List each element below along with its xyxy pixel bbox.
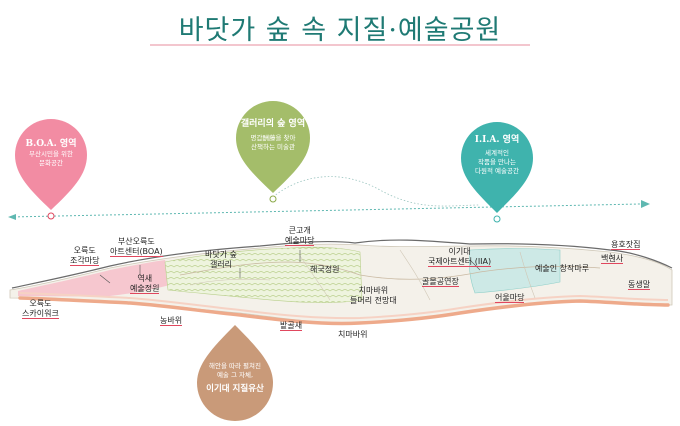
iia-zone-desc-1: 세계적인 bbox=[485, 149, 509, 158]
label-oryukdo-skywalk-line2: 스카이워크 bbox=[22, 309, 59, 320]
label-oryukdo-sculpture-yard: 오륙도 조각마당 bbox=[70, 246, 100, 267]
boa-zone-desc-2: 문화공간 bbox=[39, 158, 63, 167]
label-nongbawi-text: 농바위 bbox=[160, 316, 183, 327]
label-igidae-iia: 이기대 국제아트센터 (IIA) bbox=[428, 247, 492, 268]
iia-zone-desc-2: 작품을 만나는 bbox=[478, 157, 516, 166]
label-eoul-madang-text: 어울마당 bbox=[495, 293, 525, 304]
label-artist-studio-text: 예술인 창작마루 bbox=[535, 264, 590, 273]
gallery-hill-connector bbox=[272, 176, 481, 207]
label-yeoksae-garden: 역새 예술정원 bbox=[130, 274, 160, 295]
label-chimabawi: 치마바위 bbox=[338, 330, 367, 340]
iia-zone-desc-3: 다원적 예술공간 bbox=[475, 166, 519, 175]
zone-connector-line bbox=[9, 203, 641, 218]
connector-arrow-right bbox=[641, 200, 650, 208]
label-igidae-iia-line2: 국제아트센터 (IIA) bbox=[428, 257, 492, 268]
label-oryukdo-sculpture-yard-line2: 조각마당 bbox=[70, 256, 100, 267]
label-dongsaengmal-text: 동생말 bbox=[628, 280, 651, 291]
label-nongbawi: 농바위 bbox=[160, 316, 183, 327]
title-underline bbox=[150, 44, 530, 46]
label-keungogae-art-yard: 큰고개 예술마당 bbox=[285, 226, 315, 247]
label-seaside-forest-gallery-line1: 바닷가 숲 bbox=[205, 250, 237, 259]
label-chimabawi-text: 치마바위 bbox=[338, 330, 368, 339]
gallery-zone-pin bbox=[236, 101, 310, 193]
gallery-zone-area bbox=[164, 246, 363, 303]
label-batgolsae: 밭골새 bbox=[280, 321, 303, 332]
boa-zone-pin-text: B.O.A. 영역 부산시민을 위한 문화공간 bbox=[15, 138, 87, 168]
label-golmol-stage-text: 골몰공연장 bbox=[422, 277, 459, 288]
iia-pin-dot bbox=[493, 215, 501, 223]
page-title: 바닷가 숲 속 지질·예술공원 bbox=[178, 15, 502, 46]
label-yeoksae-garden-line2: 예술정원 bbox=[130, 284, 160, 295]
label-eoul-madang: 어울마당 bbox=[495, 293, 525, 304]
geo-heritage-desc-2: 예술 그 자체, bbox=[216, 370, 254, 379]
label-batgolsae-text: 밭골새 bbox=[280, 321, 303, 332]
label-keungogae-art-yard-line2: 예술마당 bbox=[285, 236, 315, 247]
label-yeoksae-garden-line1: 역새 bbox=[137, 274, 153, 283]
label-oryukdo-skywalk: 오륙도 스카이워크 bbox=[22, 299, 59, 320]
label-artist-studio: 예술인 창작마루 bbox=[535, 264, 589, 274]
walking-trail bbox=[179, 261, 601, 280]
coastline-inner bbox=[19, 292, 669, 320]
gallery-zone-desc-1: 명갑酬藤을 찾아 bbox=[250, 134, 296, 143]
label-chima-observatory-line1: 치마바위 bbox=[358, 286, 389, 295]
label-chima-observatory: 치마바위 들머리 전망대 bbox=[350, 286, 397, 306]
leader-lines bbox=[99, 250, 616, 284]
geo-heritage-pin-text: 해안을 따라 펼쳐진 예술 그 자체, 이기대 지질유산 bbox=[195, 362, 275, 395]
boa-zone-desc-1: 부산시민을 위한 bbox=[29, 150, 73, 159]
label-dongsaengmal: 동생말 bbox=[628, 280, 651, 291]
gallery-zone-title: 갤러리의 숲 영역 bbox=[240, 119, 306, 129]
gallery-zone-desc-2: 산책하는 미술관 bbox=[251, 142, 295, 151]
gallery-pin-dot bbox=[269, 195, 277, 203]
boa-zone-pin bbox=[15, 119, 87, 210]
iia-zone-pin-text: I.I.A. 영역 세계적인 작품을 만나는 다원적 예술공간 bbox=[459, 134, 535, 175]
connector-arrow-left bbox=[8, 214, 16, 220]
boa-pin-dot bbox=[47, 212, 55, 220]
iia-zone-title: I.I.A. 영역 bbox=[474, 135, 520, 145]
label-busan-art-center-line2: 아트센터(BOA) bbox=[110, 247, 163, 258]
label-baekryeonsa-text: 백련사 bbox=[601, 254, 624, 265]
label-chima-observatory-line2: 들머리 전망대 bbox=[350, 296, 397, 305]
geo-heritage-desc-1: 해안을 따라 펼쳐진 bbox=[209, 362, 261, 370]
coastline-rocks bbox=[18, 296, 670, 326]
label-busan-art-center-line1: 부산오륙도 bbox=[117, 237, 155, 246]
label-haeguk-garden: 해국정원 bbox=[310, 265, 339, 275]
label-igidae-iia-line1: 이기대 bbox=[448, 247, 471, 256]
gallery-zone-pin-text: 갤러리의 숲 영역 명갑酬藤을 찾아 산책하는 미술관 bbox=[230, 118, 316, 152]
label-yonghochat: 용호잣집 bbox=[611, 240, 641, 251]
geo-heritage-title: 이기대 지질유산 bbox=[206, 383, 264, 394]
road-network bbox=[189, 249, 536, 301]
iia-zone-area bbox=[468, 248, 561, 294]
label-keungogae-art-yard-line1: 큰고개 bbox=[288, 226, 311, 235]
iia-zone-pin bbox=[461, 122, 533, 213]
label-busan-art-center: 부산오륙도 아트센터(BOA) bbox=[110, 237, 163, 258]
label-haeguk-garden-text: 해국정원 bbox=[310, 265, 340, 274]
boa-zone-title: B.O.A. 영역 bbox=[25, 139, 77, 149]
geo-heritage-pin bbox=[197, 325, 273, 421]
label-seaside-forest-gallery-line2: 갤러리 bbox=[209, 260, 233, 269]
ridge-line bbox=[11, 239, 673, 289]
label-golmol-stage: 골몰공연장 bbox=[422, 277, 459, 288]
boa-zone-area bbox=[18, 260, 170, 297]
label-yonghochat-text: 용호잣집 bbox=[611, 240, 641, 251]
label-baekryeonsa: 백련사 bbox=[601, 254, 624, 265]
label-seaside-forest-gallery: 바닷가 숲 갤러리 bbox=[205, 250, 237, 270]
label-oryukdo-skywalk-line1: 오륙도 bbox=[29, 299, 52, 308]
label-oryukdo-sculpture-yard-line1: 오륙도 bbox=[73, 246, 96, 255]
